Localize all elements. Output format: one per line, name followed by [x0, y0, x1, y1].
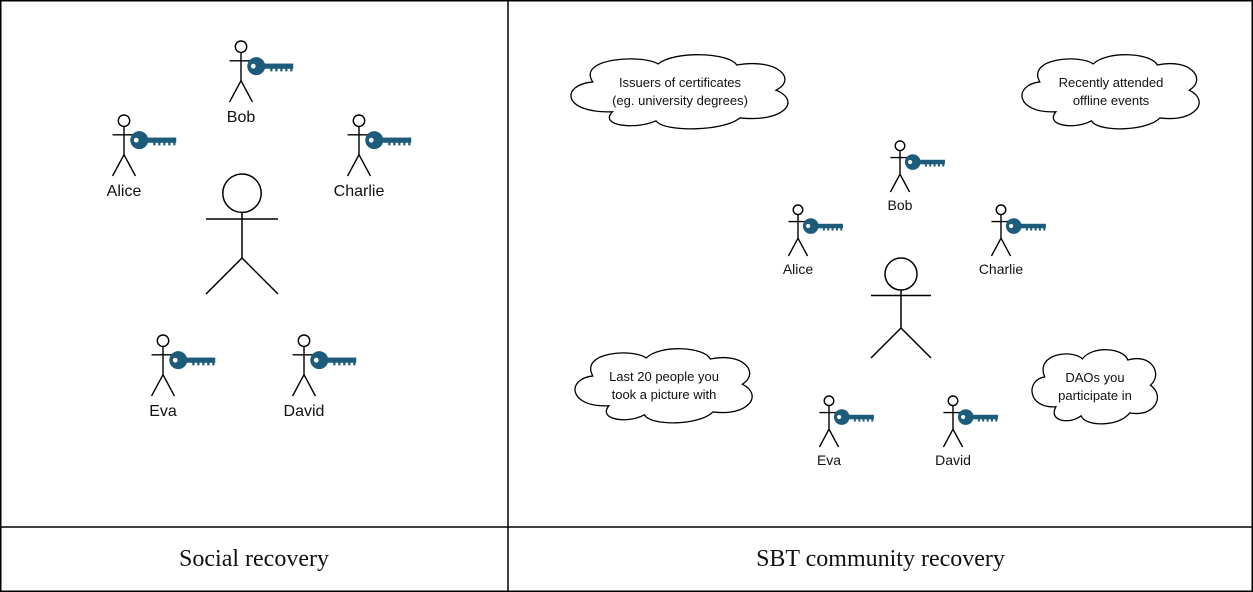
cloud-callout: DAOs you participate in: [1031, 349, 1159, 425]
cloud-text: offline events: [1073, 93, 1150, 108]
caption-social-recovery: Social recovery: [179, 546, 329, 572]
actor-bob-head: [894, 140, 906, 152]
actor-david-head: [947, 395, 959, 407]
actor-eva-head: [823, 395, 835, 407]
key-icon: [310, 351, 357, 370]
actor-eva: Eva: [149, 334, 216, 420]
actor-alice-head: [117, 114, 131, 128]
actor-alice: Alice: [783, 204, 843, 277]
actor-name-label: Bob: [227, 109, 256, 126]
actor-charlie: Charlie: [334, 114, 412, 200]
actor-david: David: [284, 334, 357, 420]
caption-sbt-community-recovery: SBT community recovery: [756, 546, 1005, 572]
central-person-left: [205, 173, 279, 295]
key-icon: [1005, 218, 1046, 234]
central-person-right: [870, 257, 932, 359]
key-icon: [802, 218, 843, 234]
key-icon: [247, 57, 294, 76]
actor-name-label: Eva: [149, 403, 177, 420]
key-icon: [904, 154, 945, 170]
actor-alice-head: [792, 204, 804, 216]
actor-name-label: Charlie: [334, 183, 385, 200]
actor-alice: Alice: [107, 114, 177, 200]
cloud-callout: Issuers of certificates (eg. university d…: [570, 54, 789, 130]
actor-name-label: Charlie: [979, 261, 1024, 277]
actor-charlie: Charlie: [979, 204, 1046, 277]
actor-name-label: Bob: [888, 197, 913, 213]
actor-name-label: David: [284, 403, 325, 420]
key-icon: [365, 131, 412, 150]
actor-charlie-head: [352, 114, 366, 128]
actor-david-head: [297, 334, 311, 348]
cloud-callout: Recently attended offline events: [1021, 54, 1200, 130]
key-icon: [130, 131, 177, 150]
cloud-text: (eg. university degrees): [612, 93, 748, 108]
cloud-text: DAOs you: [1065, 370, 1124, 385]
key-icon: [169, 351, 216, 370]
actor-charlie-head: [995, 204, 1007, 216]
cloud-text: participate in: [1058, 388, 1132, 403]
actor-name-label: Eva: [817, 452, 841, 468]
actor-bob: Bob: [227, 40, 294, 126]
key-icon: [957, 409, 998, 425]
cloud-text: took a picture with: [612, 387, 717, 402]
actor-david: David: [935, 395, 998, 468]
cloud-callout: Last 20 people you took a picture with: [574, 348, 753, 424]
actor-eva: Eva: [817, 395, 874, 468]
actor-bob: Bob: [888, 140, 945, 213]
actor-name-label: Alice: [783, 261, 814, 277]
key-icon: [833, 409, 874, 425]
actor-bob-head: [234, 40, 248, 54]
actor-name-label: Alice: [107, 183, 142, 200]
actor-name-label: David: [935, 452, 971, 468]
cloud-text: Recently attended: [1059, 75, 1164, 90]
cloud-text: Issuers of certificates: [619, 75, 742, 90]
actor-eva-head: [156, 334, 170, 348]
cloud-text: Last 20 people you: [609, 369, 719, 384]
